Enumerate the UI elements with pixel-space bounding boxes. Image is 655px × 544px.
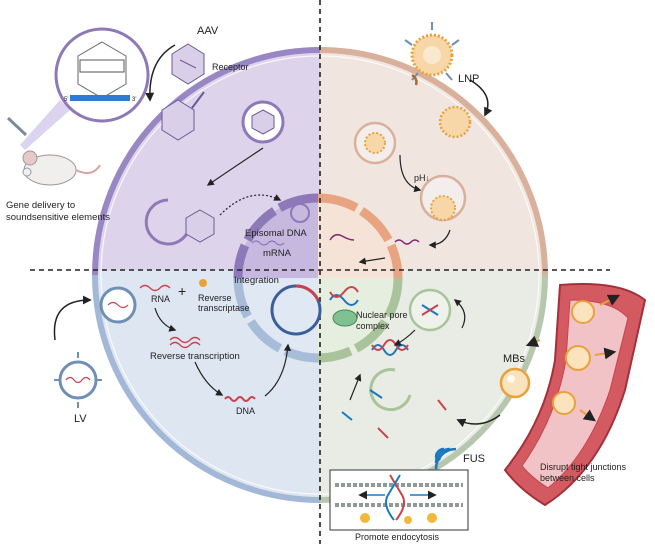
fus-wave-icon [434,447,457,470]
svg-text:5': 5' [64,97,68,103]
fus-dna-icon [371,344,409,356]
lnp-label: LNP [458,73,479,85]
nuclear-pore-label-1: Nuclear pore [356,310,408,320]
reverse-transcriptase-label-1: Reverse [198,293,232,303]
nuclear-pore-icon [329,286,359,327]
gene-delivery-label-1: Gene delivery to [6,200,75,211]
syringe-icon [6,116,28,137]
reverse-transcriptase-label-2: transcriptase [198,303,250,313]
aav-capsid-bound-icon [161,99,195,141]
lnp-particle-icon [404,22,460,81]
lv-virion-icon [54,352,102,408]
aav-free-capsid-icon [185,209,215,243]
integration-label: Integration [234,275,279,286]
mouse-inset: 5' 3' Gene delivery to soundsensitive el… [6,27,150,223]
cell-membrane [92,47,548,503]
ph-label: pH↓ [414,173,430,183]
aav-escaping-endosome [144,198,192,246]
mrna-label: mRNA [263,248,292,259]
lv-virion-bound-icon [99,286,137,324]
plus-sign: + [178,283,186,299]
mrna-icon [251,240,285,246]
episomal-dna-icon [290,203,310,223]
blood-vessel [503,283,647,507]
lnp-bound-icon [438,105,472,139]
membrane-inset [329,469,469,531]
receptor-label: Receptor [212,62,249,72]
fus-label: FUS [463,453,485,465]
lnp-mrna-icon [394,239,420,245]
reverse-transcription-label: Reverse transcription [150,351,240,362]
dna-label: DNA [236,406,255,416]
reverse-transcriptase-icon [199,279,207,287]
aav-entry-arrow [145,44,176,102]
microbubble-icon [499,367,531,399]
disrupt-label-2: between cells [540,473,595,483]
mbs-label: MBs [503,353,526,365]
dna-icon [224,396,256,402]
promote-endocytosis-label: Promote endocytosis [355,532,440,542]
lv-label: LV [74,413,87,425]
aav-label: AAV [197,25,219,37]
nuclear-pore-label-2: complex [356,321,390,331]
rna-icon [139,284,171,292]
rna-label: RNA [151,294,170,304]
episomal-dna-label: Episomal DNA [245,228,307,239]
disrupt-label-1: Disrupt tight junctions [540,462,627,472]
gene-delivery-label-2: soundsensitive elements [6,212,110,223]
svg-text:3': 3' [132,97,136,103]
aav-capsid-icon [171,43,205,85]
